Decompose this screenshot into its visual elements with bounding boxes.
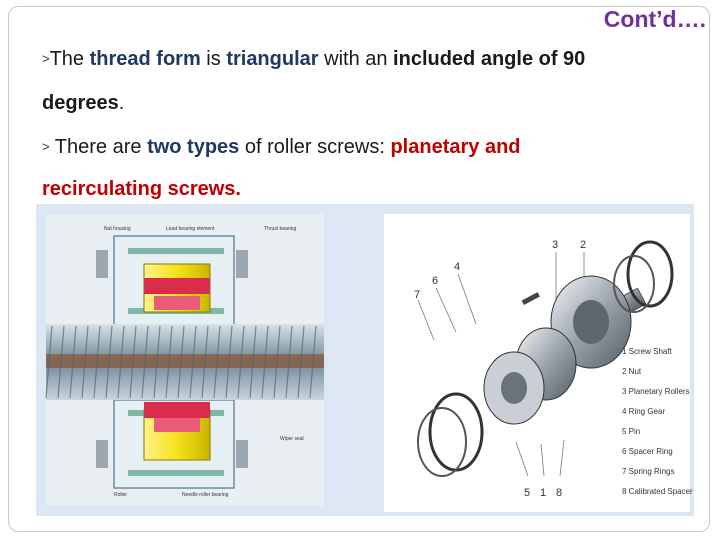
label-needle-roller: Needle roller bearing <box>182 492 229 498</box>
bullet-marker: > <box>42 51 50 66</box>
thread-form-term: thread form <box>89 48 201 70</box>
bullet-2-line-1: > There are two types of roller screws: … <box>42 136 521 159</box>
callout-8: 8 <box>556 487 562 499</box>
legend-item: 5 Pin <box>622 427 640 436</box>
bullet-1-period: . <box>118 92 125 114</box>
bullet-1-text: with an <box>318 48 394 70</box>
callout-2: 2 <box>580 239 586 251</box>
triangular-term: triangular <box>226 48 319 70</box>
bullet-2-text: of roller screws: <box>239 136 391 158</box>
exploded-view-drawing: 3 2 4 6 7 5 1 8 1 Screw Shaft 2 Nut 3 Pl… <box>384 214 693 512</box>
callout-3: 3 <box>552 239 558 251</box>
bullet-1-text: The <box>49 48 90 70</box>
bullet-2-text: There are <box>49 136 148 158</box>
recirculating-term: recirculating screws. <box>42 178 241 200</box>
cross-section-drawing: Nut housing Lead bearing element Thrust … <box>45 214 324 506</box>
callout-6: 6 <box>432 275 438 287</box>
included-angle-term: included angle of 90 <box>393 48 586 70</box>
degrees-term: degrees <box>42 92 119 114</box>
legend-item: 3 Planetary Rollers <box>622 387 690 396</box>
legend-item: 8 Calibrated Spacer <box>622 487 693 496</box>
legend-item: 7 Spring Rings <box>622 467 674 476</box>
legend-item: 6 Spacer Ring <box>622 447 673 456</box>
legend-item: 1 Screw Shaft <box>622 347 673 356</box>
roller-screw-drawing: Nut housing Lead bearing element Thrust … <box>45 214 693 512</box>
label-roller: Roller <box>114 492 127 498</box>
label-wiper-seal: Wiper seal <box>280 436 304 442</box>
label-nut-housing: Nut housing <box>104 226 131 232</box>
callout-1: 1 <box>540 487 546 499</box>
slide-title: Cont’d…. <box>603 6 706 32</box>
parts-legend: 1 Screw Shaft 2 Nut 3 Planetary Rollers … <box>622 347 693 496</box>
bullet-1-line-1: >The thread form is triangular with an i… <box>42 48 585 71</box>
callout-4: 4 <box>454 261 460 273</box>
label-thrust-bearing: Thrust bearing <box>264 226 296 232</box>
roller-screw-figure: Nut housing Lead bearing element Thrust … <box>36 204 694 516</box>
legend-item: 4 Ring Gear <box>622 407 665 416</box>
bullet-1-text: is <box>200 48 227 70</box>
bullet-2-line-2: recirculating screws. <box>42 178 241 201</box>
callout-5: 5 <box>524 487 530 499</box>
label-lead-bearing: Lead bearing element <box>166 226 215 232</box>
callout-7: 7 <box>414 289 420 301</box>
legend-item: 2 Nut <box>622 367 642 376</box>
bullet-1-line-2: degrees. <box>42 92 124 115</box>
planetary-term: planetary and <box>390 136 521 158</box>
two-types-term: two types <box>147 136 240 158</box>
bullet-marker: > <box>42 139 50 154</box>
